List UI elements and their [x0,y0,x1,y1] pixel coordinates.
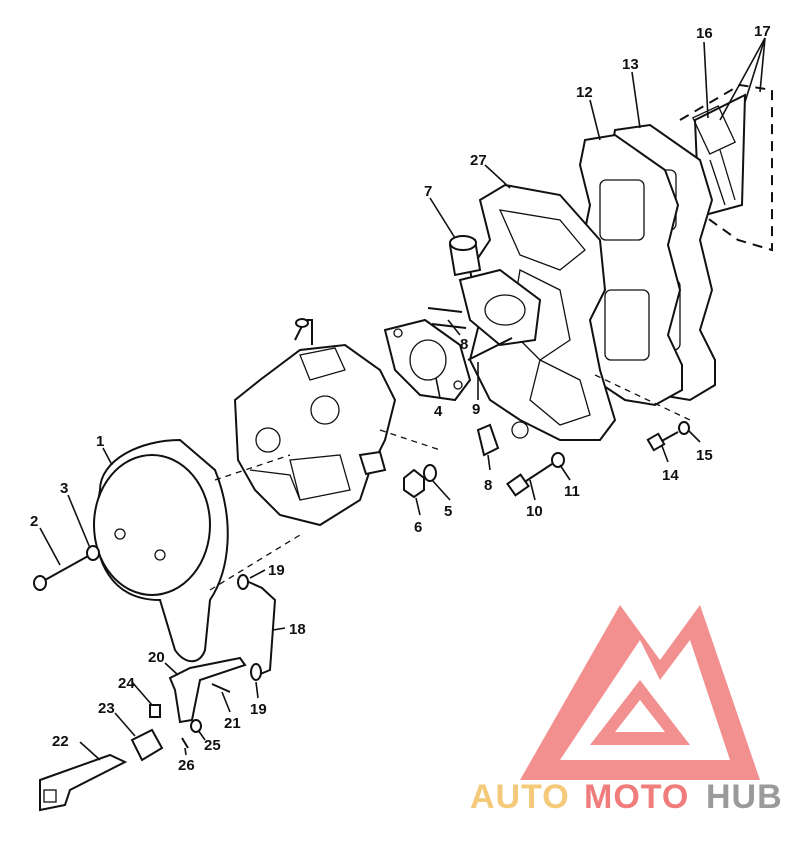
callout-27: 27 [470,152,487,169]
part-link-rod [237,574,277,681]
callout-23: 23 [98,700,115,717]
callout-3: 3 [60,480,68,497]
callout-19-lower: 19 [250,701,267,718]
watermark-wordmark: AUTO MOTO HUB [470,778,783,816]
leader-lines [39,37,766,761]
watermark-logo [520,605,760,780]
part-gasket-12 [578,133,683,407]
callout-7: 7 [424,183,432,200]
callout-17: 17 [754,23,771,40]
callout-1: 1 [96,433,104,450]
callout-13: 13 [622,56,639,73]
callout-5: 5 [444,503,452,520]
part-screw-2 [33,545,100,591]
callout-2: 2 [30,513,38,530]
part-throttle-knob [130,728,164,762]
callout-11: 11 [564,483,580,500]
part-carburetor [233,318,397,527]
callout-12: 12 [576,84,593,101]
callout-16: 16 [696,25,713,42]
callout-20: 20 [148,649,165,666]
part-bolt-10 [506,452,565,497]
part-screw-14 [646,421,690,452]
callout-21: 21 [224,715,241,732]
watermark-brand-hub: HUB [706,778,783,816]
callout-8-lower: 8 [484,477,492,494]
callout-8-upper: 8 [460,336,468,353]
callout-18: 18 [289,621,306,638]
part-gasket-4 [383,318,472,402]
part-studs [427,307,513,457]
assembly-lines [209,374,691,591]
part-nut-washer [403,464,437,499]
part-throttle-lever [168,656,247,724]
callout-4: 4 [434,403,443,420]
watermark-brand-auto: AUTO [470,778,570,816]
watermark-brand-moto: MOTO [584,778,689,816]
callout-22: 22 [52,733,69,750]
callout-15: 15 [696,447,713,464]
part-fitting-7 [448,235,542,347]
part-throttle-handle [39,753,128,812]
part-small-hardware [149,704,202,749]
callout-9: 9 [472,401,480,418]
callout-26: 26 [178,757,195,774]
part-silencer-cover [93,438,229,663]
callout-14: 14 [662,467,679,484]
callout-10: 10 [526,503,543,520]
callout-25: 25 [204,737,221,754]
callout-24: 24 [118,675,135,692]
watermark-triangle-hole [615,700,665,732]
callout-6: 6 [414,519,422,536]
callout-19-upper: 19 [268,562,285,579]
callout-labels: 1 2 3 4 5 6 7 8 8 9 10 11 12 13 14 15 16… [30,23,771,774]
